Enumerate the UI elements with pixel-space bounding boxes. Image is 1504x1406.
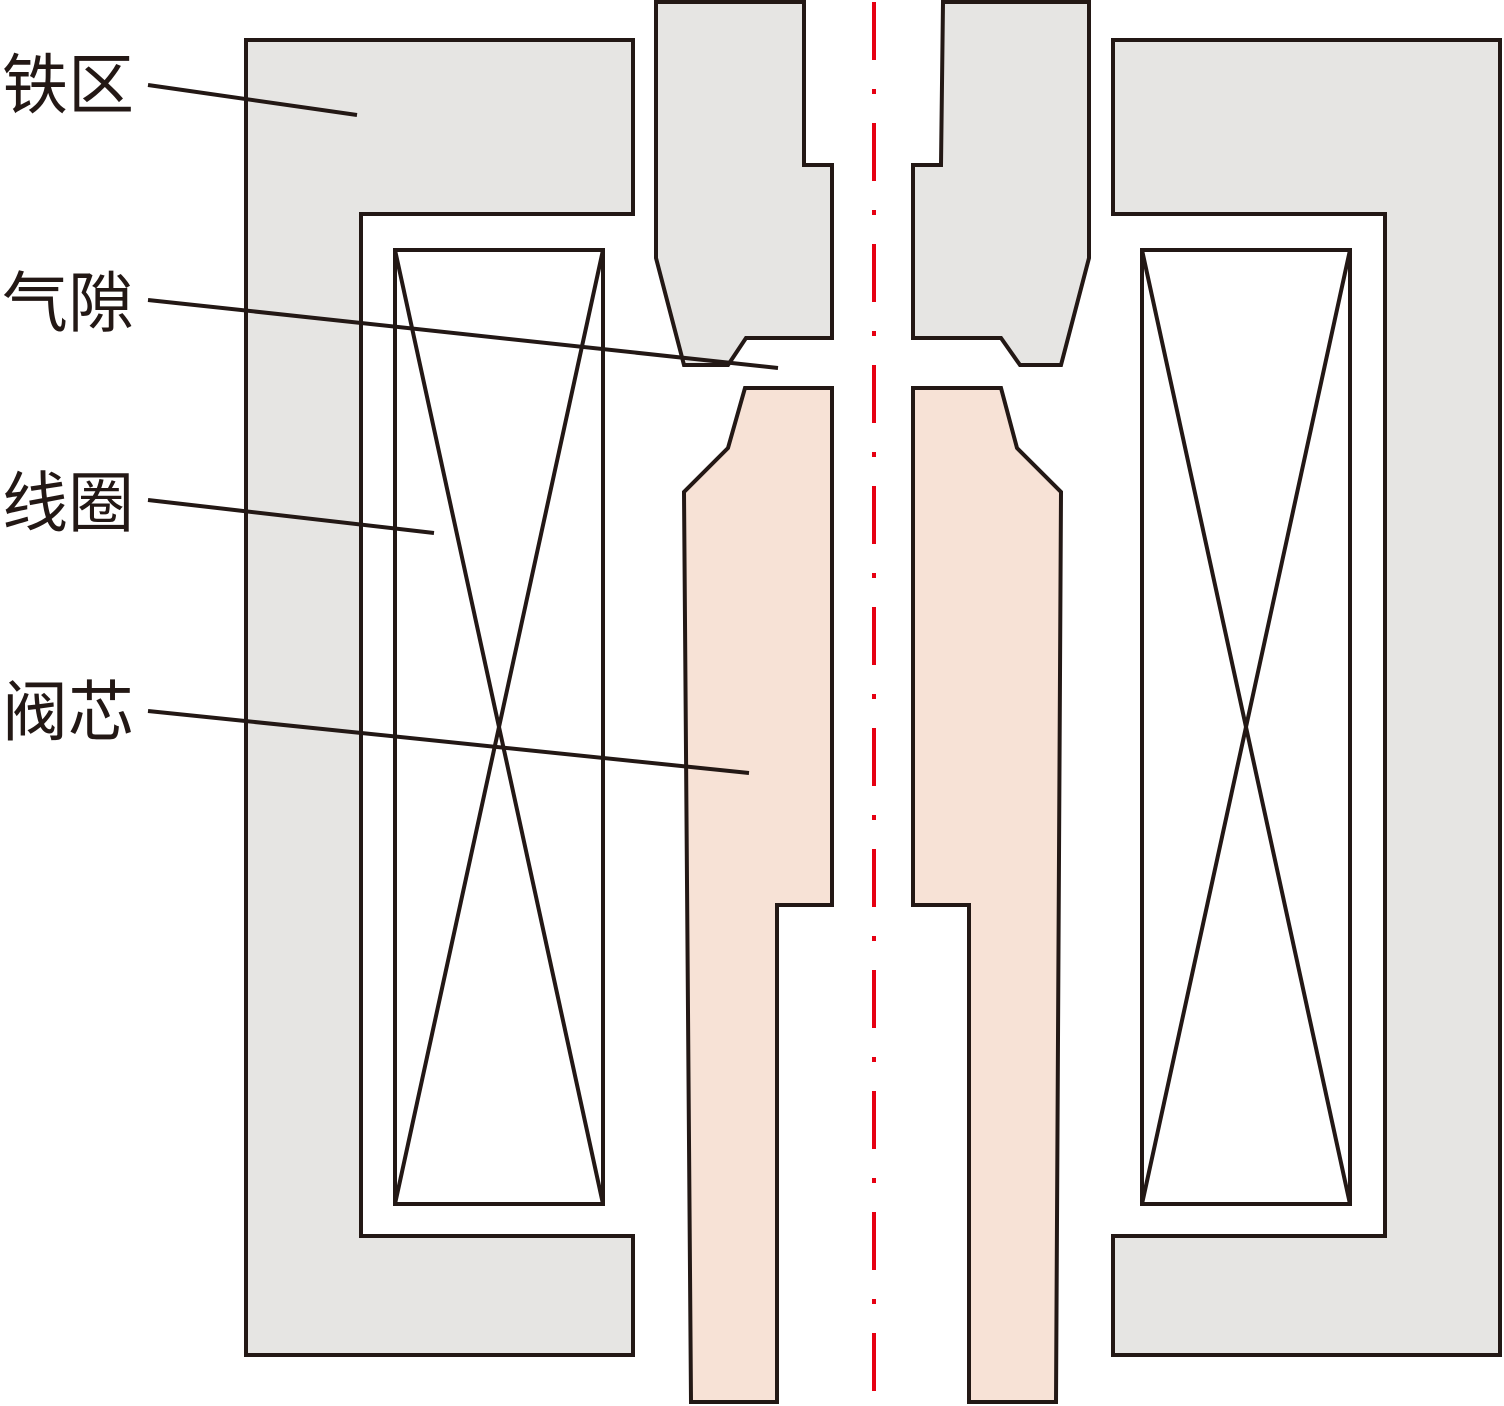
label-iron: 铁区 <box>2 47 134 124</box>
label-valve-core: 阀芯 <box>2 674 134 751</box>
left-pole-piece <box>654 0 834 367</box>
leader-line-air-gap <box>147 298 779 370</box>
left-coil <box>393 248 605 1206</box>
right-coil <box>1140 248 1352 1206</box>
right-iron-yoke <box>1111 38 1502 1357</box>
leader-line-iron <box>147 83 358 117</box>
left-iron-yoke <box>244 38 635 1357</box>
label-coil: 线圈 <box>2 465 134 542</box>
label-air-gap: 气隙 <box>2 265 134 342</box>
right-pole-piece <box>911 0 1091 367</box>
leader-line-coil <box>147 498 435 535</box>
leader-line-valve-core <box>147 709 750 775</box>
right-valve-core <box>911 386 1064 1404</box>
left-valve-core <box>681 386 834 1404</box>
